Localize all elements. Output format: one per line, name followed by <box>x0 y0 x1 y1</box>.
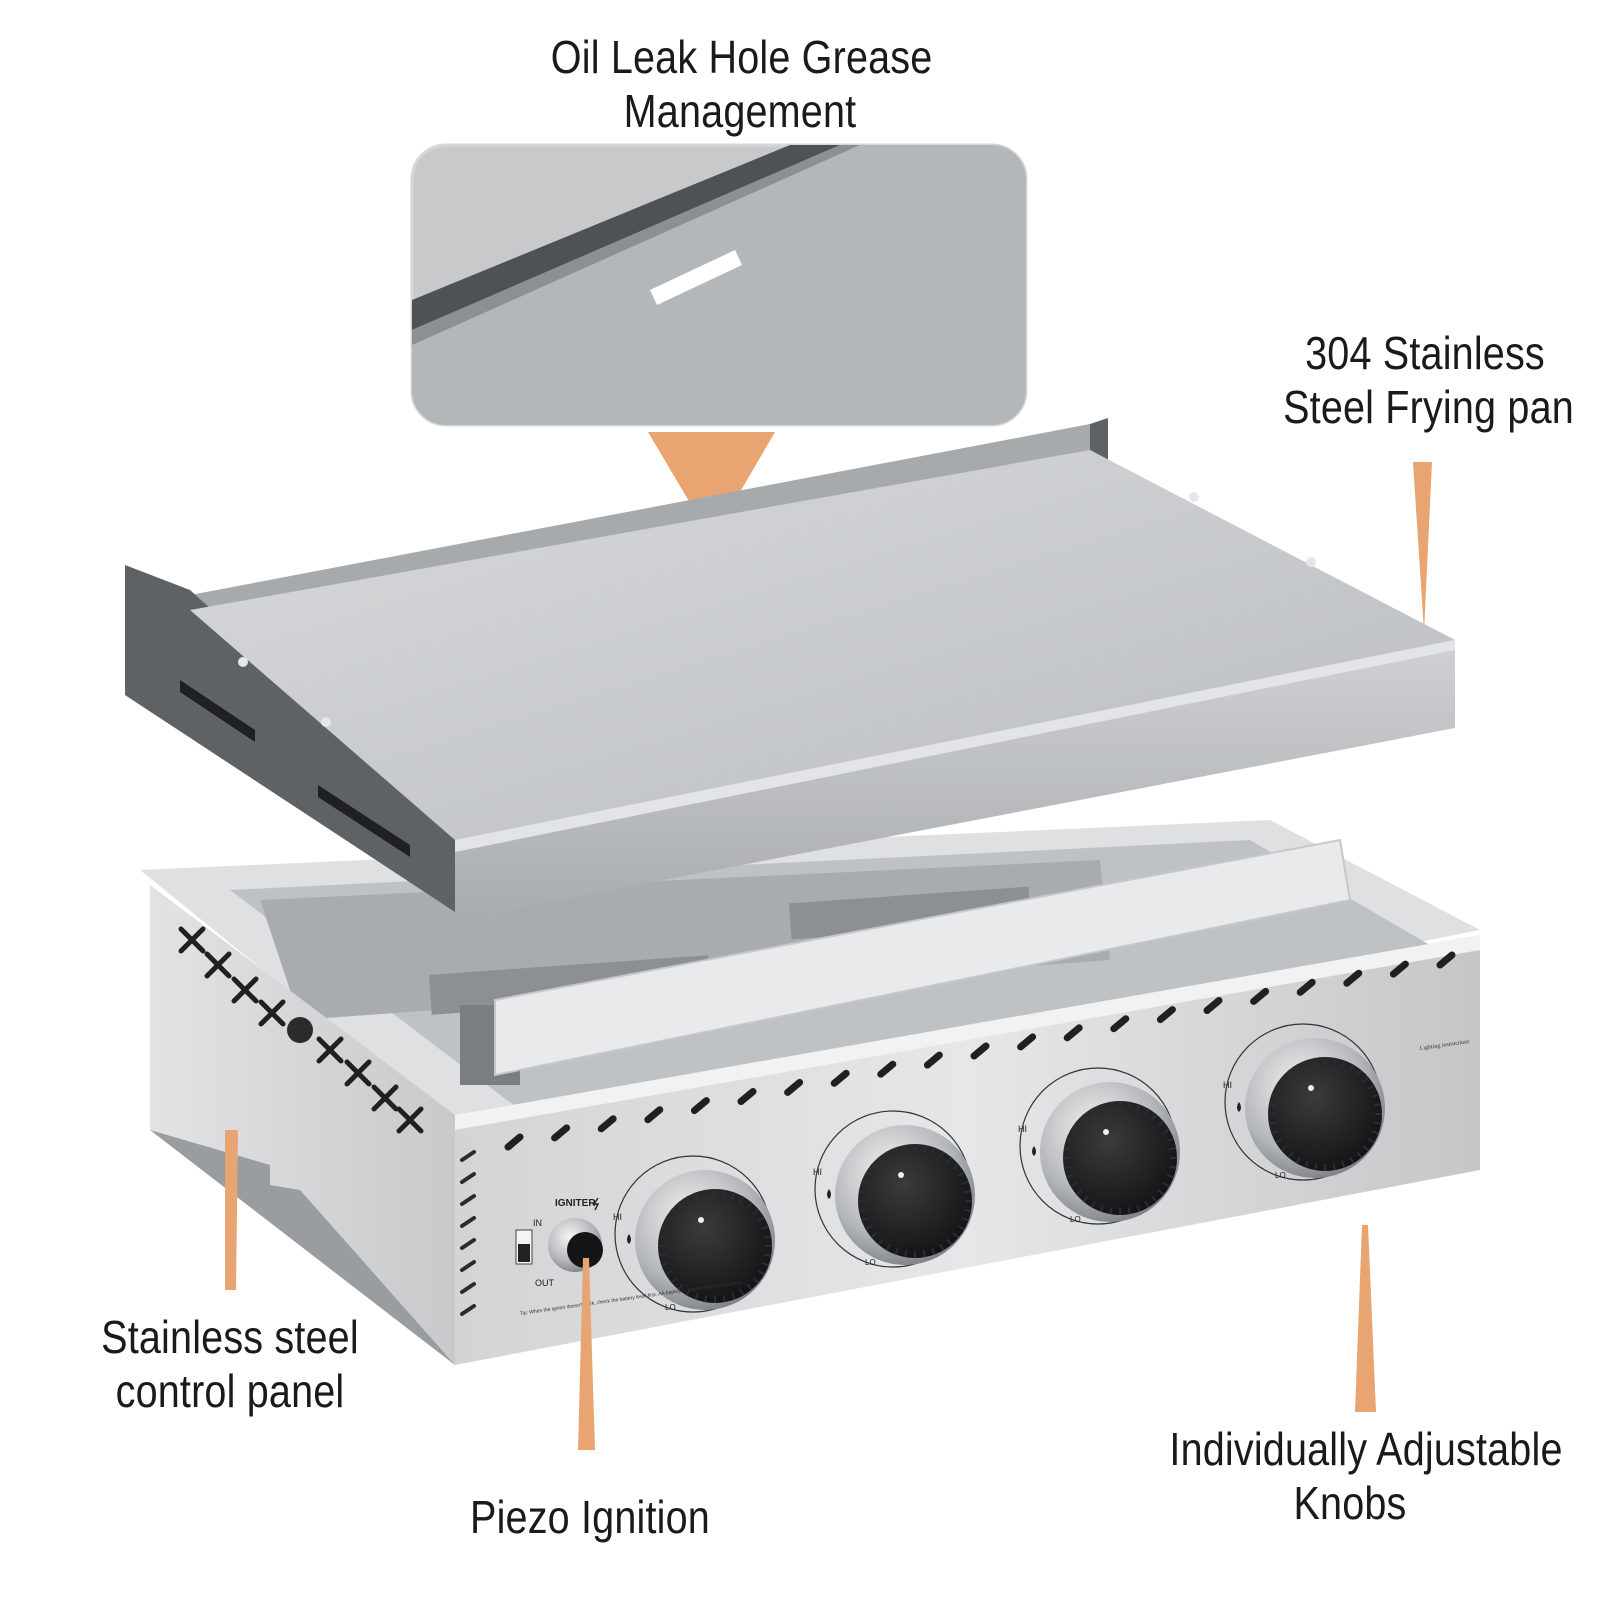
x-cutout <box>371 1084 399 1112</box>
knobs-callout-line2: Knobs <box>1293 1477 1407 1529</box>
frying-pan <box>125 418 1455 920</box>
panel-pointer <box>225 1130 238 1290</box>
panel-callout-line2: control panel <box>115 1365 345 1417</box>
flame-icon <box>592 1197 600 1211</box>
panel-vent <box>460 1238 476 1250</box>
panel-vent <box>460 1194 476 1206</box>
vent-slot <box>644 1106 664 1124</box>
wind-guard <box>494 838 1352 1077</box>
x-cutout <box>204 951 232 979</box>
knobs-pointer <box>1355 1225 1376 1412</box>
side-hole <box>287 1017 313 1043</box>
droplet-icon <box>827 1189 831 1199</box>
vent-slot <box>1250 987 1270 1005</box>
knobs-callout: Individually Adjustable Knobs <box>1169 1422 1563 1530</box>
x-cutout <box>231 976 259 1004</box>
lo-label: LO <box>865 1258 876 1267</box>
vent-slot <box>551 1124 571 1142</box>
vent-slot <box>597 1115 617 1133</box>
vent-slot <box>1017 1033 1037 1051</box>
knob[interactable] <box>814 1110 975 1268</box>
vent-slot <box>830 1069 850 1087</box>
panel-vent <box>460 1282 476 1294</box>
vent-slot <box>690 1097 710 1115</box>
knob[interactable] <box>614 1155 775 1313</box>
panel-vent <box>460 1216 476 1228</box>
panel-vent <box>460 1304 476 1316</box>
grease-pointer <box>648 432 775 540</box>
vent-slot <box>1389 960 1409 978</box>
vent-slot <box>504 1133 524 1151</box>
vent-slot <box>877 1060 897 1078</box>
droplet-icon <box>627 1234 631 1244</box>
lo-label: LO <box>1070 1215 1081 1224</box>
lo-label: LO <box>1275 1171 1286 1180</box>
grease-hole-detail-inset <box>410 143 1028 427</box>
side-vent-cutouts <box>178 926 424 1134</box>
panel-vent <box>460 1150 476 1162</box>
pan-callout-line1: 304 Stainless <box>1305 327 1545 379</box>
vent-slot <box>737 1088 757 1105</box>
panel-side-vents <box>460 1150 476 1316</box>
vent-slot <box>923 1051 943 1069</box>
knobs-callout-line1: Individually Adjustable <box>1169 1423 1563 1475</box>
grease-callout-line2: Management <box>623 85 857 137</box>
x-cutout <box>344 1059 372 1087</box>
knob[interactable] <box>1019 1067 1180 1225</box>
vent-slot <box>1156 1006 1176 1024</box>
vent-slot <box>1110 1015 1130 1033</box>
hi-label: HI <box>1018 1124 1027 1134</box>
knob[interactable] <box>1224 1023 1385 1181</box>
pan-callout: 304 Stainless Steel Frying pan <box>1283 326 1574 434</box>
panel-callout-line1: Stainless steel <box>101 1311 359 1363</box>
pan-callout-line2: Steel Frying pan <box>1283 381 1574 433</box>
panel-callout: Stainless steel control panel <box>92 1310 367 1418</box>
vent-slot <box>1436 951 1456 969</box>
vent-slot <box>1296 978 1316 996</box>
vent-slot <box>1343 969 1363 987</box>
x-cutout <box>396 1106 424 1134</box>
x-cutout <box>316 1036 344 1064</box>
hi-label: HI <box>813 1167 822 1177</box>
grease-callout: Oil Leak Hole Grease Management <box>550 30 933 138</box>
ignition-callout: Piezo Ignition <box>461 1490 719 1544</box>
pan-pointer <box>1413 462 1432 632</box>
vent-slot <box>970 1042 990 1060</box>
switch-in-label: IN <box>533 1218 542 1228</box>
x-cutout <box>258 999 286 1027</box>
hi-label: HI <box>1223 1080 1232 1090</box>
lo-label: LO <box>665 1303 676 1312</box>
ignition-pointer <box>578 1258 595 1450</box>
battery-switch[interactable] <box>515 1229 533 1265</box>
grease-callout-line1: Oil Leak Hole Grease <box>550 31 933 83</box>
vent-slot <box>1203 997 1223 1014</box>
panel-vent <box>460 1260 476 1272</box>
x-cutout <box>178 926 206 954</box>
switch-out-label: OUT <box>535 1278 555 1288</box>
igniter-label: IGNITER <box>555 1198 596 1209</box>
droplet-icon <box>1237 1102 1241 1112</box>
vent-slot <box>1063 1024 1083 1042</box>
front-vent-slots <box>504 951 1456 1151</box>
ignition-callout-line1: Piezo Ignition <box>470 1491 710 1543</box>
vent-slot <box>784 1078 804 1096</box>
control-knobs: HI LO HI LO HI LO HI LO <box>613 1023 1385 1313</box>
panel-vent <box>460 1172 476 1184</box>
hi-label: HI <box>613 1212 622 1222</box>
droplet-icon <box>1032 1146 1036 1156</box>
